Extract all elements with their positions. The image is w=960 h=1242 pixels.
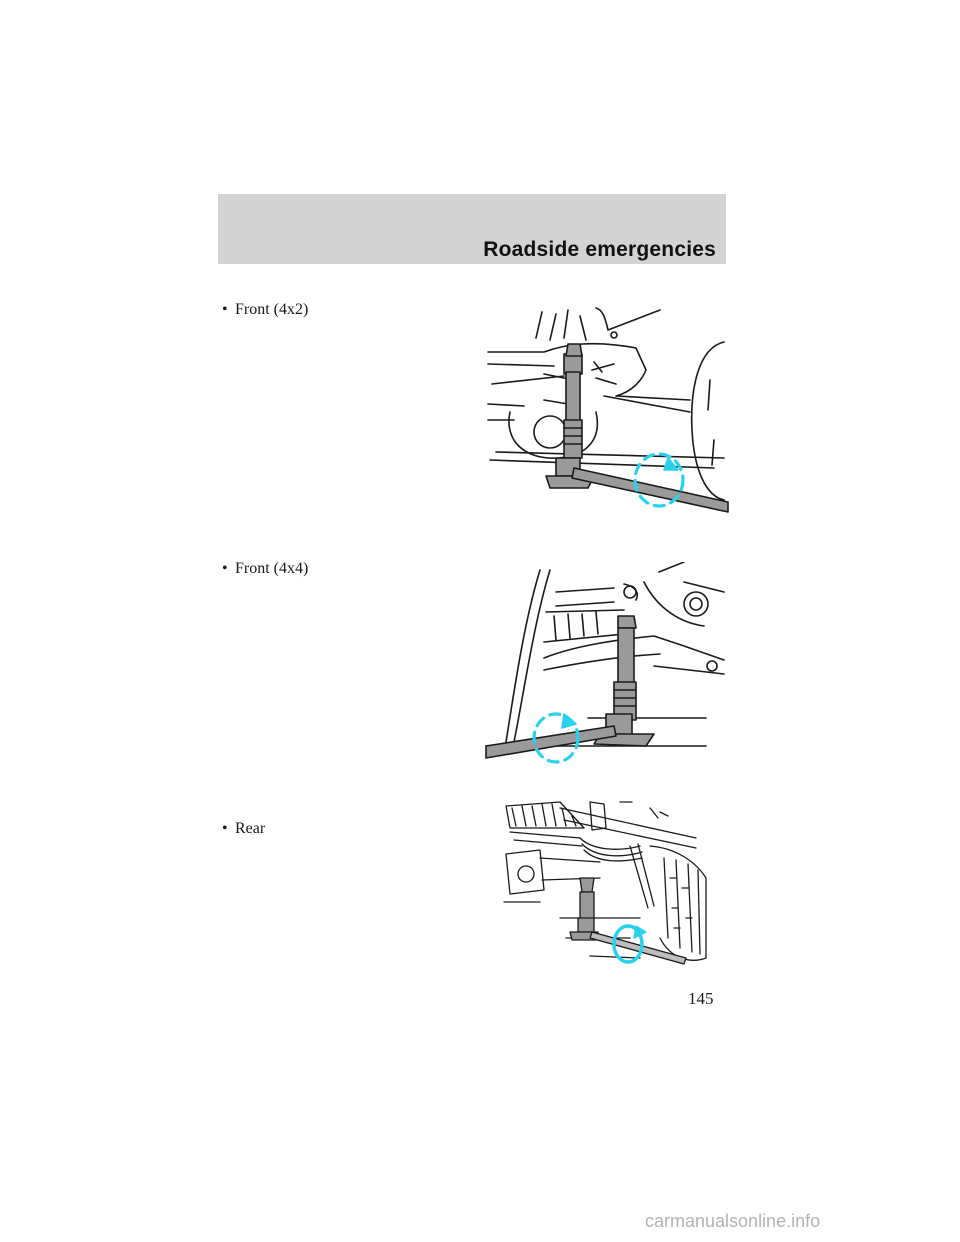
bullet-icon: •: [222, 560, 228, 577]
list-item-label: Rear: [235, 820, 266, 837]
bullet-icon: •: [222, 301, 228, 318]
section-title: Roadside emergencies: [483, 238, 716, 261]
watermark: carmanualsonline.info: [645, 1211, 821, 1231]
rear-jack-illustration: [503, 801, 707, 965]
front-4x4-jack-illustration: [485, 562, 725, 764]
list-item-front-4x2: • Front (4x2): [222, 301, 308, 319]
list-item-front-4x4: • Front (4x4): [222, 560, 308, 578]
list-item-label: Front (4x4): [235, 560, 309, 577]
list-item-rear: • Rear: [222, 820, 265, 838]
bullet-icon: •: [222, 820, 228, 837]
list-item-label: Front (4x2): [235, 301, 309, 318]
section-header-band: Roadside emergencies: [218, 194, 726, 264]
front-4x2-jack-illustration: [487, 307, 729, 513]
page-number: 145: [688, 989, 714, 1008]
